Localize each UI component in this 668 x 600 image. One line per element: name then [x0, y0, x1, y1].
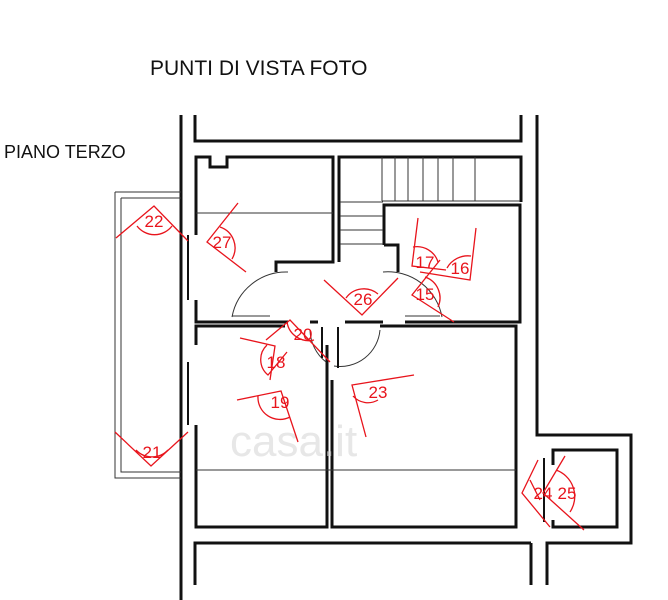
- viewpoint-26: 26: [354, 290, 373, 309]
- viewpoint-18: 18: [267, 353, 286, 372]
- viewpoint-21: 21: [143, 443, 162, 462]
- viewpoint-15: 15: [416, 285, 435, 304]
- floor-label: PIANO TERZO: [4, 142, 126, 162]
- viewpoint-27: 27: [213, 233, 232, 252]
- viewpoint-markers: [114, 202, 585, 531]
- viewpoint-23: 23: [369, 383, 388, 402]
- viewpoint-25: 25: [558, 484, 577, 503]
- viewpoint-19: 19: [271, 393, 290, 412]
- thin-lines: [114, 157, 545, 522]
- viewpoint-labels: 22 27 17 16 15 26 20 18 19 23 21 24 25: [143, 212, 577, 503]
- viewpoint-16: 16: [451, 259, 470, 278]
- plan-title: PUNTI DI VISTA FOTO: [150, 57, 368, 80]
- viewpoint-17: 17: [416, 253, 435, 272]
- walls: [179, 115, 633, 600]
- viewpoint-24: 24: [534, 484, 553, 503]
- viewpoint-20: 20: [294, 325, 313, 344]
- watermark: casa.it: [230, 417, 357, 466]
- viewpoint-22: 22: [145, 212, 164, 231]
